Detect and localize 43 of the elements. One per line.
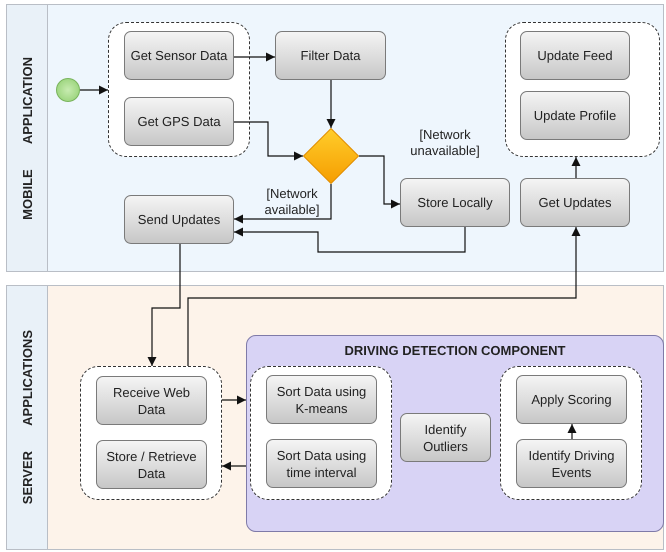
component-title: DRIVING DETECTION COMPONENT: [343, 343, 566, 358]
arrow: [359, 155, 400, 208]
arrow: [148, 244, 181, 366]
process-box: Store / Retrieve Data: [96, 440, 207, 489]
lane-title: MOBILE APPLICATION: [20, 56, 34, 220]
arrow: [568, 424, 576, 439]
activity-group: [505, 22, 660, 157]
activity-group: [108, 22, 250, 157]
arrow: [187, 227, 580, 366]
process-box: Sort Data using K-means: [266, 375, 377, 424]
arrow: [80, 86, 108, 94]
activity-group: [80, 366, 222, 500]
swimlane: [6, 4, 664, 272]
process-box: Receive Web Data: [96, 376, 207, 425]
component-panel: [246, 335, 664, 532]
swimlane: [6, 285, 664, 550]
arrow: [234, 52, 275, 62]
arrow: [234, 121, 303, 160]
process-box: Update Feed: [520, 31, 630, 80]
decision-diamond: [303, 128, 359, 184]
arrow: [234, 227, 466, 253]
process-box: Get Updates: [520, 178, 630, 227]
process-box: Get GPS Data: [124, 97, 234, 146]
activity-group: [500, 366, 642, 500]
arrow: [572, 157, 580, 178]
process-box: Get Sensor Data: [124, 31, 234, 80]
activity-group: [250, 366, 392, 500]
process-box: Filter Data: [275, 31, 386, 80]
lane-title: SERVER APPLICATIONS: [20, 330, 34, 505]
arrow: [326, 80, 336, 128]
process-box: Sort Data using time interval: [266, 439, 377, 488]
process-box: Update Profile: [520, 91, 630, 140]
arrow: [222, 396, 246, 404]
process-box: Identify Driving Events: [516, 439, 627, 488]
start-event: [56, 78, 80, 102]
process-box: Send Updates: [124, 195, 234, 244]
process-box: Identify Outliers: [400, 413, 491, 462]
edge-label: [Network available]: [264, 186, 320, 218]
arrow: [222, 462, 246, 470]
arrow: [234, 184, 332, 224]
process-box: Apply Scoring: [516, 375, 627, 424]
edge-label: [Network unavailable]: [409, 127, 481, 159]
process-box: Store Locally: [400, 178, 510, 227]
